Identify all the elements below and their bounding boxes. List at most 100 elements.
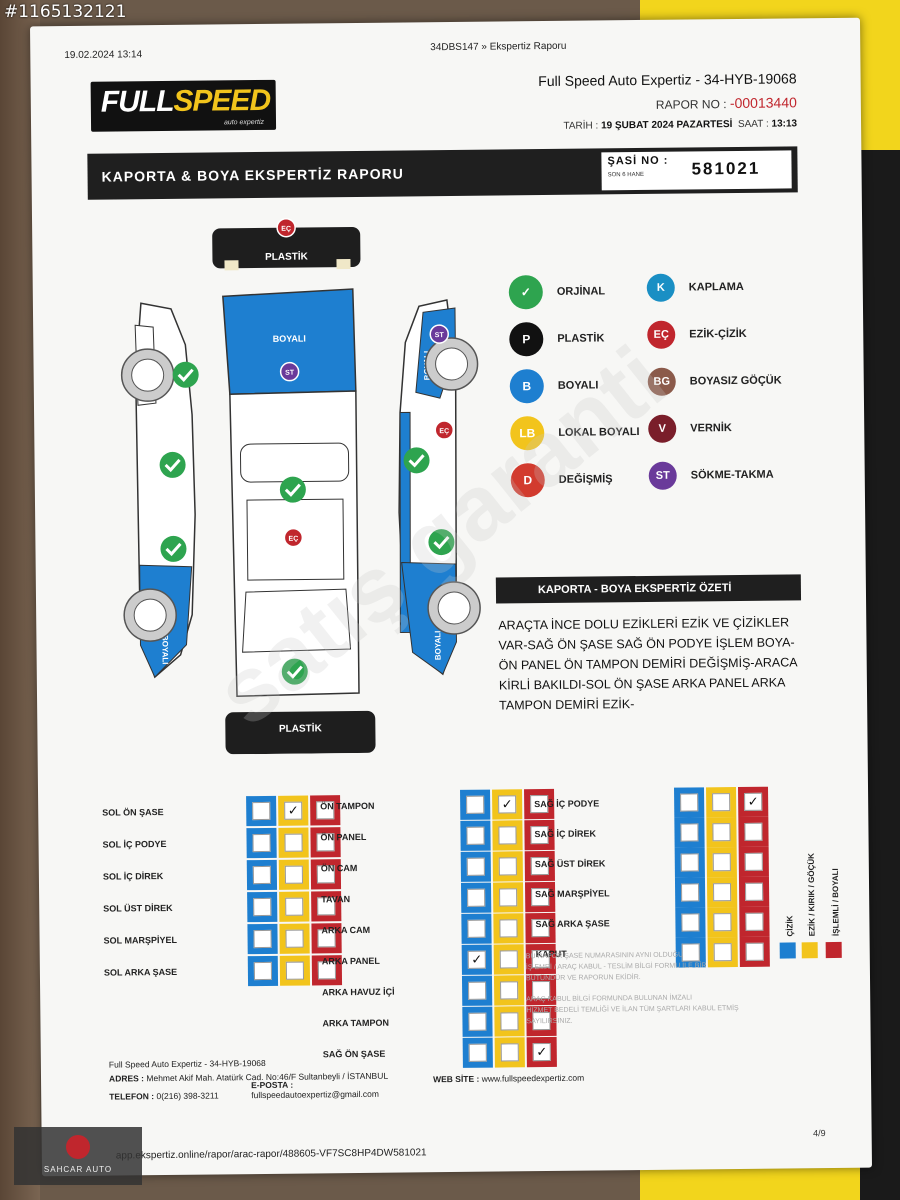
checklist-cell[interactable] — [279, 955, 311, 986]
checkbox[interactable] — [681, 883, 700, 902]
checkbox[interactable]: ✓ — [498, 795, 517, 814]
checklist-axis-label: ÇİZİK — [785, 915, 795, 937]
checkbox[interactable] — [712, 853, 731, 872]
checklist-cell[interactable] — [279, 923, 310, 954]
checklist-cell[interactable] — [246, 859, 278, 891]
checklist-cell[interactable] — [461, 975, 493, 1006]
checklist-cell[interactable]: ✓ — [526, 1036, 557, 1068]
checklist-cell[interactable]: ✓ — [492, 789, 523, 820]
checkbox[interactable] — [498, 857, 517, 876]
checkbox[interactable] — [745, 882, 764, 901]
checklist-cell[interactable] — [492, 882, 524, 913]
checklist-cell[interactable] — [738, 816, 769, 848]
checkbox[interactable] — [252, 833, 271, 853]
checkbox[interactable] — [498, 826, 517, 845]
checklist-cell[interactable] — [706, 877, 738, 908]
checklist-cell[interactable] — [246, 795, 277, 827]
checkbox[interactable] — [466, 857, 485, 876]
checklist-cell[interactable] — [674, 847, 705, 878]
checklist-cell[interactable]: ✓ — [738, 786, 769, 818]
checkbox[interactable] — [285, 897, 304, 916]
checklist-cell[interactable] — [247, 923, 278, 955]
checklist-cell[interactable] — [738, 846, 769, 877]
checkbox[interactable] — [745, 942, 764, 961]
checklist-cell[interactable] — [706, 847, 737, 878]
checkbox[interactable] — [500, 1012, 519, 1031]
checklist-cell[interactable] — [739, 936, 770, 967]
checkbox[interactable] — [499, 950, 518, 969]
checkbox[interactable] — [499, 919, 518, 938]
checklist-cell[interactable] — [460, 851, 491, 882]
checklist-cell[interactable] — [674, 817, 705, 848]
checklist-cell[interactable] — [707, 937, 738, 968]
checkbox[interactable] — [680, 793, 699, 812]
checkbox[interactable] — [285, 961, 304, 980]
checkbox[interactable] — [712, 823, 731, 842]
right-door-ec-text: EÇ — [439, 428, 449, 435]
checklist-cell[interactable] — [460, 820, 491, 851]
checklist-cell[interactable] — [247, 891, 278, 923]
checklist-cell[interactable] — [738, 876, 770, 907]
checkbox[interactable] — [284, 865, 303, 884]
checklist-cell[interactable] — [707, 907, 738, 938]
checkbox[interactable]: ✓ — [532, 1042, 551, 1062]
checkbox[interactable] — [745, 912, 764, 931]
checkbox[interactable] — [712, 793, 731, 812]
checklist-cell[interactable] — [492, 820, 523, 851]
checkbox[interactable] — [713, 883, 732, 902]
checkbox[interactable] — [468, 1012, 487, 1031]
checkbox[interactable] — [680, 853, 699, 872]
checkbox[interactable] — [713, 913, 732, 932]
hood-st-text: ST — [285, 370, 295, 377]
checkbox[interactable]: ✓ — [284, 801, 303, 820]
checklist-cell[interactable] — [493, 944, 524, 975]
checkbox[interactable] — [252, 801, 271, 821]
checkbox[interactable] — [467, 888, 486, 907]
checkbox[interactable] — [466, 826, 485, 845]
checkbox[interactable] — [680, 823, 699, 842]
checkbox[interactable] — [744, 852, 763, 871]
checkbox[interactable] — [253, 961, 272, 981]
checkbox[interactable] — [253, 929, 272, 949]
checkbox[interactable] — [468, 981, 487, 1000]
checklist-cell[interactable] — [706, 787, 737, 818]
checkbox[interactable]: ✓ — [467, 950, 486, 969]
checkbox[interactable]: ✓ — [744, 792, 763, 811]
checklist-cell[interactable] — [706, 817, 737, 848]
checkbox[interactable] — [284, 833, 303, 852]
checklist-cell[interactable] — [494, 1006, 525, 1037]
checklist-cell[interactable] — [247, 955, 279, 987]
checklist-cell[interactable] — [675, 907, 706, 938]
checkbox[interactable] — [500, 1043, 519, 1062]
checklist-cell[interactable] — [460, 882, 492, 913]
checklist-cell[interactable] — [674, 877, 706, 908]
checklist-cell[interactable] — [739, 906, 770, 937]
checklist-cell[interactable] — [492, 851, 523, 882]
checklist-cell[interactable] — [461, 913, 492, 944]
checkbox[interactable] — [681, 943, 700, 962]
checklist-cell[interactable] — [460, 789, 491, 820]
checklist-cell[interactable] — [493, 975, 525, 1006]
checklist-cell[interactable]: ✓ — [278, 795, 309, 826]
checklist-cell[interactable]: ✓ — [461, 944, 492, 975]
checkbox[interactable] — [744, 822, 763, 841]
checkbox[interactable] — [466, 795, 485, 814]
checklist-cell[interactable] — [278, 859, 310, 890]
checkbox[interactable] — [253, 897, 272, 917]
checkbox[interactable] — [500, 981, 519, 1000]
checkbox[interactable] — [499, 888, 518, 907]
checklist-cell[interactable] — [493, 913, 524, 944]
checkbox[interactable] — [252, 865, 271, 885]
checklist-cell[interactable] — [246, 827, 277, 859]
checklist-cell[interactable] — [278, 827, 309, 858]
checkbox[interactable] — [285, 929, 304, 948]
checklist-cell[interactable] — [279, 891, 310, 922]
checklist-cell[interactable] — [462, 1037, 493, 1068]
checkbox[interactable] — [467, 919, 486, 938]
checklist-cell[interactable] — [462, 1006, 493, 1037]
checkbox[interactable] — [468, 1043, 487, 1062]
checkbox[interactable] — [713, 943, 732, 962]
checklist-cell[interactable] — [674, 787, 705, 818]
checkbox[interactable] — [681, 913, 700, 932]
checklist-cell[interactable] — [494, 1037, 525, 1068]
